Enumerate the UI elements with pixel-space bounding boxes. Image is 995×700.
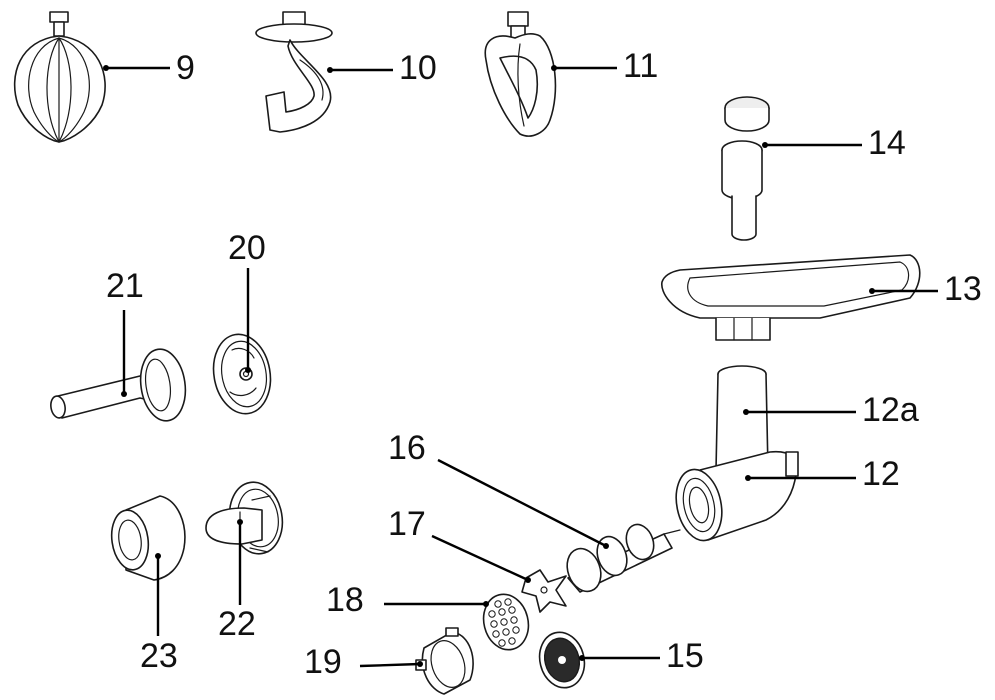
sausage-spacer-plate-icon (212, 333, 272, 415)
callout-label-12: 12 (862, 455, 900, 493)
callout-label-21: 21 (106, 267, 144, 305)
callout-18: 18 (326, 581, 489, 619)
callout-label-17: 17 (388, 505, 426, 543)
callout-label-22: 22 (218, 605, 256, 643)
food-tray-icon (661, 254, 921, 341)
food-pusher-icon (721, 96, 770, 241)
callout-17: 17 (388, 505, 531, 583)
callout-15: 15 (579, 637, 704, 675)
wire-whip-icon (13, 11, 106, 143)
callout-22: 22 (218, 519, 256, 643)
callout-label-9: 9 (176, 49, 195, 87)
callout-12a: 12a (743, 391, 919, 429)
flat-beater-icon (484, 11, 557, 137)
callout-label-15: 15 (666, 637, 704, 675)
kibbe-cone-icon (205, 481, 284, 555)
coarse-grinding-plate-icon (482, 593, 530, 651)
callout-12: 12 (745, 455, 900, 493)
callout-label-12a: 12a (862, 391, 919, 429)
kibbe-ring-icon (110, 495, 186, 581)
callout-10: 10 (327, 49, 437, 87)
sausage-funnel-icon (50, 348, 187, 422)
callout-23: 23 (140, 553, 178, 675)
callout-label-14: 14 (868, 124, 906, 162)
feed-screw-icon (566, 523, 681, 593)
callout-13: 13 (869, 270, 982, 308)
callout-label-20: 20 (228, 229, 266, 267)
callout-14: 14 (762, 124, 906, 162)
fine-grinding-plate-icon (538, 631, 586, 689)
ring-nut-icon (415, 627, 474, 695)
callout-16: 16 (388, 429, 609, 549)
callout-label-23: 23 (140, 637, 178, 675)
callout-9: 9 (103, 49, 195, 87)
callout-label-18: 18 (326, 581, 364, 619)
callout-11: 11 (551, 47, 658, 85)
cross-blade-icon (521, 569, 567, 613)
callout-label-11: 11 (623, 47, 658, 85)
callout-20: 20 (228, 229, 266, 373)
dough-hook-icon (255, 11, 333, 133)
callout-19: 19 (304, 643, 423, 681)
callout-21: 21 (106, 267, 144, 397)
callout-label-13: 13 (944, 270, 982, 308)
callout-label-19: 19 (304, 643, 342, 681)
grinder-housing-icon (675, 450, 799, 542)
callout-label-10: 10 (399, 49, 437, 87)
callout-label-16: 16 (388, 429, 426, 467)
